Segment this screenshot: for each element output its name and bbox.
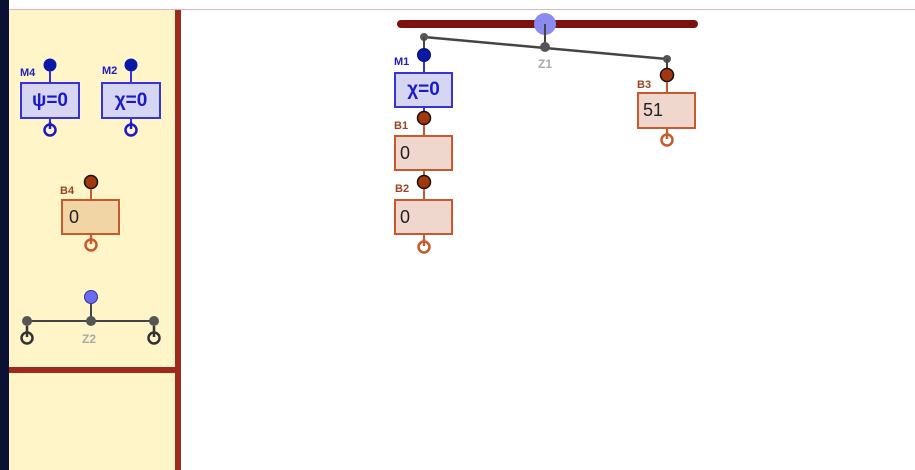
b1-label: B1 xyxy=(394,120,409,132)
b4-label: B4 xyxy=(60,185,75,197)
b3-hook-node[interactable] xyxy=(659,67,675,83)
b2-hook-node[interactable] xyxy=(416,174,432,190)
top-divider xyxy=(9,9,915,10)
m2-label: M2 xyxy=(102,65,118,77)
m1-box[interactable]: χ=0 xyxy=(394,72,453,108)
z1-left-end-node[interactable] xyxy=(420,33,428,41)
m1-label: M1 xyxy=(394,56,410,68)
toolbox-panel xyxy=(9,10,175,470)
toolbox-divider xyxy=(9,367,181,373)
ring-hook-icon[interactable] xyxy=(417,239,431,254)
m4-box[interactable]: ψ=0 xyxy=(20,82,80,119)
z1-label: Z1 xyxy=(538,57,553,71)
b1-hook-node[interactable] xyxy=(416,110,432,126)
b1-box[interactable]: 0 xyxy=(394,135,453,171)
toolbox-border xyxy=(175,10,181,470)
ring-hook-icon[interactable] xyxy=(660,132,674,147)
b3-box[interactable]: 51 xyxy=(637,92,696,129)
b2-box[interactable]: 0 xyxy=(394,199,453,235)
z1-right-end-node[interactable] xyxy=(663,55,671,63)
rail-slider-handle[interactable] xyxy=(534,13,556,35)
window-edge xyxy=(0,0,9,470)
b3-label: B3 xyxy=(637,79,652,91)
m4-label: M4 xyxy=(20,67,36,79)
z1-beam[interactable] xyxy=(423,35,668,61)
m1-hook-node[interactable] xyxy=(417,48,431,62)
b2-label: B2 xyxy=(395,183,410,195)
z2-label: Z2 xyxy=(82,332,97,346)
z1-pivot-node[interactable] xyxy=(540,42,550,52)
b4-box[interactable]: 0 xyxy=(61,199,120,235)
m2-box[interactable]: χ=0 xyxy=(101,82,161,119)
